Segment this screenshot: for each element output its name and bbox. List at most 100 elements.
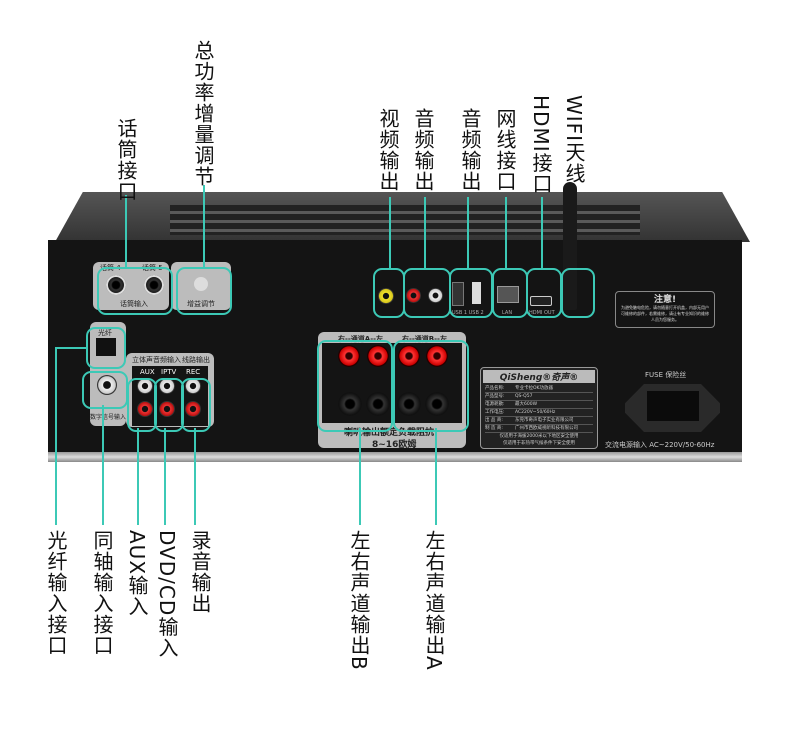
highlight-hdmi bbox=[526, 268, 562, 318]
highlight-coax bbox=[82, 371, 128, 409]
power-label: 交流电源输入 AC~220V/50-60Hz bbox=[605, 441, 715, 449]
leader-usb bbox=[467, 197, 469, 268]
speaker-note: 喇叭输出额定负载阻抗 bbox=[344, 428, 435, 438]
hdmi-port[interactable] bbox=[530, 296, 552, 306]
spec-value: 广州市西欧威视听科技有限公司 bbox=[515, 426, 578, 431]
impedance-label: 8~16欧姆 bbox=[372, 440, 417, 450]
lan-port[interactable] bbox=[497, 286, 519, 303]
gain-knob[interactable] bbox=[194, 277, 208, 291]
speaker-b-left-neg[interactable] bbox=[425, 392, 449, 416]
iptv-right-jack[interactable] bbox=[159, 401, 175, 417]
label-hdmi: HDMI接口 bbox=[529, 95, 553, 195]
spec-row: 产品名称:专业卡拉OK功放器 bbox=[485, 385, 593, 393]
leader-optical bbox=[55, 347, 57, 525]
label-optical-in: 光纤输入接口 bbox=[44, 530, 68, 656]
speaker-a-right-pos[interactable] bbox=[338, 345, 360, 367]
coax-label: 数字信号输入 bbox=[90, 414, 127, 421]
speaker-a-left-neg[interactable] bbox=[366, 392, 390, 416]
aux-right-jack[interactable] bbox=[137, 401, 153, 417]
warning-box: 注意! 为避免触电危险，请勿随意打开机盖，内部无用户可维修的部件，若需维修，请让… bbox=[615, 291, 715, 328]
gain-label: 增益调节 bbox=[187, 300, 215, 308]
iptv-label: IPTV bbox=[161, 368, 177, 376]
usb2-port[interactable] bbox=[472, 282, 481, 304]
highlight-audio bbox=[403, 268, 451, 318]
iptv-left-jack[interactable] bbox=[159, 378, 175, 394]
label-speaker-a: 左右声道输出A bbox=[422, 530, 446, 671]
spec-key: 出 品 商: bbox=[485, 418, 503, 423]
highlight-rec bbox=[181, 378, 211, 432]
mic-in-label: 话筒输入 bbox=[120, 300, 148, 308]
speaker-a-left-pos[interactable] bbox=[367, 345, 389, 367]
label-audio-out-2: 音频输出 bbox=[458, 108, 482, 192]
highlight-speaker-a bbox=[393, 340, 469, 432]
channel-a-label: 右--通道A--左 bbox=[338, 335, 384, 343]
usb1-port[interactable] bbox=[452, 282, 464, 306]
rec-right-jack[interactable] bbox=[185, 401, 201, 417]
coax-jack[interactable] bbox=[97, 375, 117, 395]
mic-jack-4[interactable] bbox=[106, 275, 126, 295]
label-wifi: WIFI天线 bbox=[562, 95, 586, 185]
label-coax-in: 同轴输入接口 bbox=[90, 530, 114, 656]
lan-label: LAN bbox=[502, 310, 513, 316]
leader-speaker-b bbox=[359, 428, 361, 525]
label-gain-control: 总功率增量调节 bbox=[191, 40, 215, 187]
speaker-b-right-pos[interactable] bbox=[398, 345, 420, 367]
spec-value: AC220V~50/60Hz bbox=[515, 410, 556, 415]
wifi-antenna bbox=[563, 182, 577, 310]
mic-jack-5[interactable] bbox=[144, 275, 164, 295]
highlight-optical bbox=[86, 327, 126, 369]
highlight-video bbox=[373, 268, 405, 318]
leader-rec bbox=[194, 428, 196, 525]
chassis-bottom-trim bbox=[48, 452, 742, 462]
label-audio-out: 音频输出 bbox=[411, 108, 435, 192]
spec-key: 工作电压: bbox=[485, 410, 505, 415]
leader-lan bbox=[505, 197, 507, 268]
spec-value: 最大600W bbox=[515, 402, 538, 407]
label-lan: 网线接口 bbox=[493, 108, 517, 192]
leader-mic bbox=[125, 195, 127, 267]
speaker-a-right-neg[interactable] bbox=[338, 392, 362, 416]
spec-key: 产品名称: bbox=[485, 386, 505, 391]
optical-label: 光纤 bbox=[98, 329, 112, 337]
highlight-gain bbox=[176, 267, 232, 315]
usb-label: USB 1 USB 2 bbox=[452, 310, 484, 316]
highlight-lan bbox=[492, 268, 528, 318]
spec-note-2: 仅适用于非热带气候条件下安全使用 bbox=[503, 441, 575, 446]
leader-speaker-a bbox=[435, 428, 437, 525]
fuse-label: FUSE 保险丝 bbox=[645, 371, 687, 379]
spec-key: 电源耗散: bbox=[485, 402, 505, 407]
line-out-label: 线路输出 bbox=[182, 356, 210, 364]
spec-value: 东莞市奇声电子实业有限公司 bbox=[515, 418, 574, 423]
leader-gain bbox=[203, 185, 205, 267]
audio-out-right-jack[interactable] bbox=[406, 288, 421, 303]
leader-video bbox=[389, 197, 391, 268]
spec-value: QS-Q57 bbox=[515, 394, 533, 399]
audio-out-left-jack[interactable] bbox=[428, 288, 443, 303]
leader-aux bbox=[137, 428, 139, 525]
warning-text: 为避免触电危险，请勿随意打开机盖，内部无用户可维修的部件，若需维修，请让有专业知… bbox=[621, 305, 709, 322]
leader-hdmi bbox=[541, 197, 543, 268]
speaker-b-left-pos[interactable] bbox=[426, 345, 448, 367]
highlight-aux bbox=[127, 378, 157, 432]
label-video-out: 视频输出 bbox=[376, 108, 400, 192]
spec-row: 电源耗散: 最大600W bbox=[485, 401, 593, 409]
brand-logo: QiSheng®奇声® bbox=[483, 370, 595, 383]
spec-key: 产品型号: bbox=[485, 394, 505, 399]
leader-dvd bbox=[164, 428, 166, 525]
speaker-b-right-neg[interactable] bbox=[397, 392, 421, 416]
channel-b-label: 右--通道B--左 bbox=[402, 335, 447, 343]
spec-row: 制 造 商:广州市西欧威视听科技有限公司 bbox=[485, 425, 593, 433]
label-mic-input: 话筒接口 bbox=[114, 118, 138, 202]
spec-label: QiSheng®奇声® 产品名称:专业卡拉OK功放器产品型号: QS-Q57 电源耗… bbox=[480, 367, 598, 449]
leader-audio bbox=[424, 197, 426, 268]
warning-title: 注意! bbox=[653, 295, 677, 305]
label-dvd-in: DVD/CD输入 bbox=[155, 530, 179, 659]
video-out-jack[interactable] bbox=[378, 288, 394, 304]
label-aux-in: AUX输入 bbox=[125, 530, 149, 618]
spec-row: 出 品 商: 东莞市奇声电子实业有限公司 bbox=[485, 417, 593, 425]
power-socket[interactable] bbox=[647, 391, 699, 421]
spec-row: 工作电压: AC220V~50/60Hz bbox=[485, 409, 593, 417]
stereo-in-label: 立体声音频输入 bbox=[132, 356, 181, 364]
optical-port[interactable] bbox=[96, 338, 116, 356]
vent-grille bbox=[170, 205, 640, 235]
